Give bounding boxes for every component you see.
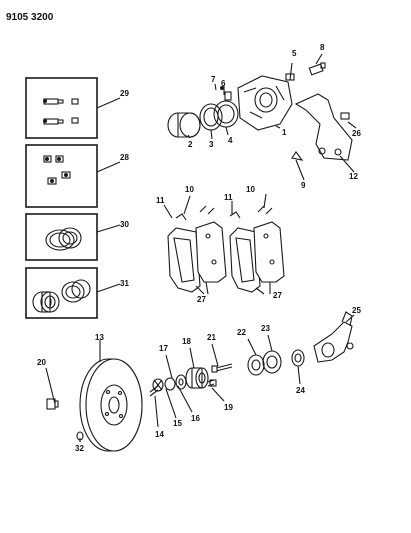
guide-pin	[308, 62, 326, 76]
callout-9: 9	[301, 181, 306, 190]
washer	[175, 374, 187, 390]
callout-10a: 10	[185, 185, 194, 194]
callout-24: 24	[296, 386, 305, 395]
callout-23: 23	[261, 324, 270, 333]
anti-rattle-clip	[291, 151, 304, 161]
callout-30: 30	[120, 220, 129, 229]
callout-labels: 1 2 3 4 5 6 7 8 9 10 10 11 11 12 13 14 1…	[37, 43, 361, 453]
callout-5: 5	[292, 49, 297, 58]
kit-box-28	[25, 144, 98, 208]
callout-10b: 10	[246, 185, 255, 194]
callout-17: 17	[159, 344, 168, 353]
callout-11a: 11	[156, 196, 165, 205]
callout-8: 8	[320, 43, 325, 52]
hub-bolt	[207, 379, 217, 387]
kit-box-30	[25, 213, 98, 261]
kit-box-31	[25, 267, 98, 319]
brake-pad-set-right	[229, 205, 285, 293]
wheel-nut	[46, 398, 59, 410]
callout-29: 29	[120, 89, 129, 98]
callout-6: 6	[221, 79, 226, 88]
steering-knuckle	[313, 311, 354, 363]
stud-bolt	[211, 363, 233, 373]
bearing-seal	[247, 354, 265, 376]
callout-1: 1	[282, 128, 287, 137]
callout-22: 22	[237, 328, 246, 337]
brake-rotor	[79, 358, 143, 452]
inner-seal	[291, 349, 305, 367]
kit-box-29	[25, 77, 98, 139]
callout-27b: 27	[273, 291, 282, 300]
callout-28: 28	[120, 153, 129, 162]
callout-27a: 27	[197, 295, 206, 304]
dust-boot	[213, 100, 239, 128]
callout-14: 14	[155, 430, 164, 439]
callout-19: 19	[224, 403, 233, 412]
piston	[167, 112, 201, 138]
nut-lock	[152, 378, 164, 392]
callout-31: 31	[120, 279, 129, 288]
brake-pad-set-left	[167, 205, 227, 293]
callout-15: 15	[173, 419, 182, 428]
caliper-adapter	[294, 93, 353, 161]
callout-7: 7	[211, 75, 216, 84]
outer-seal	[262, 350, 282, 374]
callout-4: 4	[228, 136, 233, 145]
callout-32: 32	[75, 444, 84, 453]
callout-12: 12	[349, 172, 358, 181]
diagram-code: 9105 3200	[6, 12, 54, 23]
callout-26: 26	[352, 129, 361, 138]
callout-13: 13	[95, 333, 104, 342]
callout-11b: 11	[224, 193, 233, 202]
adapter-bolt	[340, 112, 350, 120]
callout-18: 18	[182, 337, 191, 346]
hub-bearing	[185, 367, 209, 389]
bleeder-screw	[220, 86, 232, 101]
caliper-housing	[237, 75, 293, 131]
callout-16: 16	[191, 414, 200, 423]
callout-25: 25	[352, 306, 361, 315]
callout-21: 21	[207, 333, 216, 342]
hub-nut	[164, 377, 176, 391]
callout-3: 3	[209, 140, 214, 149]
callout-2: 2	[188, 140, 193, 149]
leader-lines	[45, 53, 357, 442]
callout-20: 20	[37, 358, 46, 367]
